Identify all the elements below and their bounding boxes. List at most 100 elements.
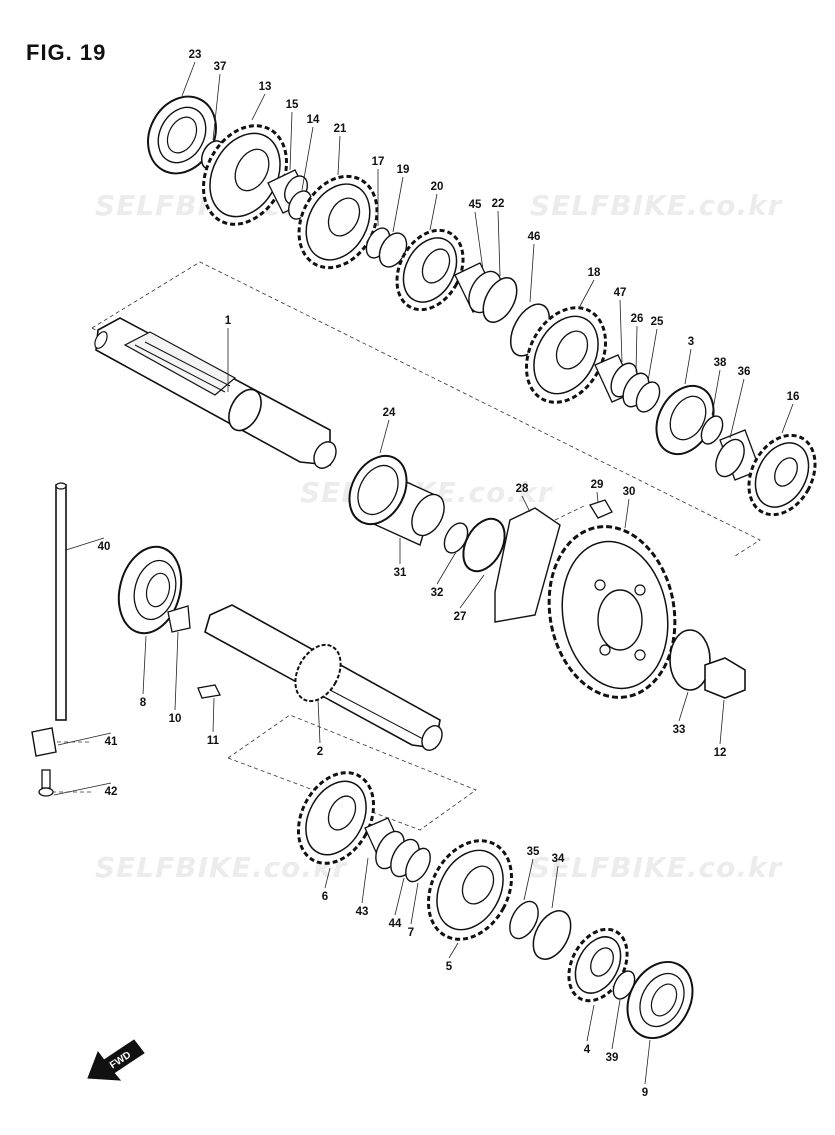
- part-label-36: 36: [738, 366, 751, 378]
- seal-27: [462, 517, 506, 573]
- leader-line-26: [635, 325, 638, 373]
- leader-line-47: [619, 299, 623, 363]
- part-label-11: 11: [207, 735, 220, 747]
- part-label-2: 2: [317, 746, 323, 758]
- part-label-21: 21: [334, 123, 347, 135]
- leader-line-18: [579, 279, 595, 307]
- gear-13: [202, 124, 288, 226]
- leader-line-38: [711, 369, 721, 416]
- leader-line-4: [586, 1004, 595, 1042]
- part-label-24: 24: [383, 407, 396, 419]
- leader-line-45: [474, 211, 484, 271]
- leader-line-41: [57, 732, 112, 746]
- watermark-5: SELFBIKE.co.kr: [530, 851, 784, 884]
- part-label-43: 43: [356, 906, 369, 918]
- part-label-38: 38: [714, 357, 727, 369]
- leader-line-12: [719, 699, 725, 745]
- screw-42: [38, 787, 54, 797]
- part-label-3: 3: [688, 336, 694, 348]
- circlip-7: [405, 847, 431, 883]
- part-label-25: 25: [651, 316, 664, 328]
- part-label-16: 16: [787, 391, 800, 403]
- leader-line-42: [53, 782, 112, 796]
- part-label-23: 23: [189, 49, 202, 61]
- leader-line-11: [212, 697, 215, 733]
- leader-line-14: [301, 126, 314, 191]
- part-label-33: 33: [673, 724, 686, 736]
- part-label-32: 32: [431, 587, 444, 599]
- countershaft-assembly: [147, 95, 817, 517]
- circlip-35: [509, 900, 539, 940]
- gear-21: [297, 174, 379, 270]
- part-label-35: 35: [527, 846, 540, 858]
- part-label-47: 47: [614, 287, 627, 299]
- part-label-40: 40: [98, 541, 111, 553]
- part-label-29: 29: [591, 479, 604, 491]
- stopper-10: [167, 605, 191, 633]
- part-label-19: 19: [397, 164, 410, 176]
- part-label-12: 12: [714, 747, 727, 759]
- gear-20: [395, 228, 465, 312]
- part-label-13: 13: [259, 81, 272, 93]
- bearing-24-assembly: [348, 454, 613, 623]
- leader-line-27: [459, 574, 485, 609]
- leader-line-29: [596, 491, 599, 503]
- part-label-14: 14: [307, 114, 320, 126]
- watermark-2: SELFBIKE.co.kr: [530, 189, 784, 222]
- nut-12: [704, 657, 746, 699]
- leader-line-23: [181, 61, 196, 97]
- bearing-9: [626, 960, 694, 1040]
- lockwasher-33: [669, 629, 711, 691]
- leader-line-15: [289, 111, 293, 171]
- leader-lines: [53, 61, 794, 1085]
- gear-18: [524, 306, 608, 404]
- bracket-41: [31, 727, 57, 757]
- part-label-18: 18: [588, 267, 601, 279]
- leader-line-44: [394, 877, 405, 916]
- leader-line-10: [174, 631, 179, 711]
- primary-gear-30: [547, 525, 677, 699]
- leader-line-2: [317, 699, 321, 744]
- part-label-41: 41: [105, 736, 118, 748]
- gear-4: [567, 927, 629, 1003]
- part-label-42: 42: [105, 786, 118, 798]
- leader-line-3: [684, 348, 692, 385]
- leader-line-6: [324, 867, 331, 889]
- part-label-34: 34: [552, 853, 565, 865]
- countershaft-1: [94, 317, 337, 469]
- figure-title: FIG. 19: [26, 40, 107, 65]
- part-label-1: 1: [225, 315, 232, 327]
- driveshaft-gears: [296, 771, 694, 1040]
- bearing-8-assembly: [117, 545, 221, 699]
- leader-line-35: [523, 858, 534, 901]
- part-label-4: 4: [584, 1044, 591, 1056]
- part-label-22: 22: [492, 198, 505, 210]
- leader-line-43: [361, 857, 369, 904]
- leader-line-20: [429, 193, 438, 231]
- part-label-20: 20: [431, 181, 444, 193]
- fwd-arrow: FWD: [87, 1039, 145, 1081]
- leader-line-22: [497, 210, 501, 277]
- part-label-6: 6: [322, 891, 328, 903]
- leader-line-40: [65, 537, 105, 551]
- leader-line-39: [611, 999, 621, 1050]
- leader-line-25: [647, 328, 658, 382]
- part-label-10: 10: [169, 713, 182, 725]
- leader-line-32: [436, 551, 457, 585]
- part-label-8: 8: [140, 697, 147, 709]
- leader-line-37: [212, 73, 221, 141]
- part-label-26: 26: [631, 313, 644, 325]
- leader-line-46: [529, 243, 535, 303]
- rod-40-assembly: [31, 482, 67, 797]
- part-label-28: 28: [516, 483, 529, 495]
- gear-6: [296, 771, 376, 865]
- part-label-5: 5: [446, 961, 453, 973]
- part-label-37: 37: [214, 61, 227, 73]
- part-label-30: 30: [623, 486, 636, 498]
- leader-line-30: [624, 498, 630, 529]
- leader-line-16: [781, 403, 794, 434]
- bearing-23: [147, 95, 217, 175]
- washer-38: [700, 415, 724, 445]
- screw-11: [197, 684, 221, 699]
- gear-5: [427, 839, 513, 941]
